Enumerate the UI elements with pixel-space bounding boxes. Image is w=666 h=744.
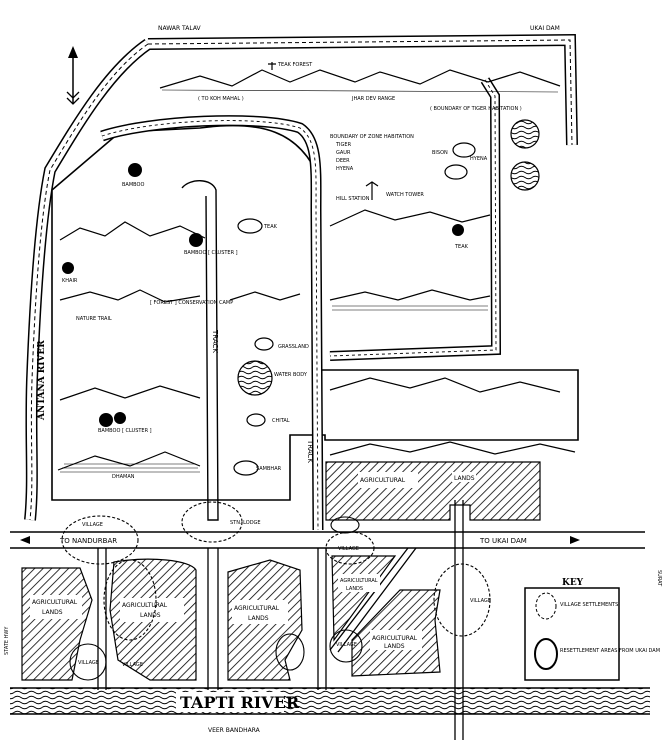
agri-3-label-2: LANDS bbox=[248, 615, 269, 622]
key-item-1: VILLAGE SETTLEMENTS bbox=[560, 602, 618, 608]
forest-camp-label: [ FOREST ] CONSERVATION CAMP bbox=[150, 300, 233, 306]
center-note-1: BOUNDARY OF ZONE HABITATION bbox=[330, 134, 414, 140]
teak-label-1: TEAK bbox=[454, 244, 469, 250]
dhaman-label: DHAMAN bbox=[112, 474, 135, 480]
to-nandurbar-label: TO NANDURBAR bbox=[59, 537, 117, 545]
nature-trail-label: NATURE TRAIL bbox=[76, 316, 112, 322]
agri-5-label: AGRICULTURAL bbox=[372, 635, 418, 642]
village-label-1: VILLAGE bbox=[82, 522, 103, 528]
ridge-right-label: ( BOUNDARY OF TIGER HABITATION ) bbox=[430, 106, 522, 112]
center-note-5: HYENA bbox=[336, 166, 354, 172]
agri-5-label-2: LANDS bbox=[384, 643, 405, 650]
village-label-2: VILLAGE bbox=[78, 660, 99, 666]
agri-1-label-2: LANDS bbox=[42, 609, 63, 616]
key-title: KEY bbox=[562, 578, 584, 588]
agri-4-label: AGRICULTURAL bbox=[340, 578, 378, 584]
watch-tower-icon bbox=[268, 62, 379, 200]
bamboo-label-3: BAMBOO [ CLUSTER ] bbox=[98, 428, 152, 434]
grassland-label: GRASSLAND bbox=[278, 344, 309, 350]
khair-label: KHAIR bbox=[62, 278, 78, 284]
key-item-2: RESETTLEMENT AREAS FROM UKAI DAM bbox=[560, 648, 660, 654]
village-label-4: VILLAGE bbox=[338, 546, 359, 552]
water-body-icon bbox=[237, 119, 540, 396]
tapti-river bbox=[10, 687, 650, 715]
ridge-left-label: ( TO KOH MAHAL ) bbox=[198, 96, 244, 102]
center-note-4: DEER bbox=[336, 158, 350, 164]
bison-icon bbox=[233, 142, 476, 476]
agri-1-label: AGRICULTURAL bbox=[32, 599, 78, 606]
ridge-mid-label: JHAR DEV RANGE bbox=[351, 96, 395, 102]
top-edge-label: NAWAR TALAV bbox=[158, 25, 202, 32]
agri-2-label: AGRICULTURAL bbox=[122, 602, 168, 609]
mountain-shading bbox=[60, 89, 559, 473]
tapti-river-label: TAPTI RIVER bbox=[180, 693, 300, 712]
agricultural-lands bbox=[21, 461, 541, 681]
agri-4-label-2: LANDS bbox=[346, 586, 363, 592]
center-note-3: GAUR bbox=[336, 150, 351, 156]
tree-label: TEAK FOREST bbox=[277, 62, 313, 68]
bamboo-label-1: BAMBOO bbox=[122, 182, 144, 188]
mountain-ranges bbox=[57, 69, 576, 471]
teak-label-2: TEAK bbox=[263, 224, 278, 230]
agri-top-label-2: LANDS bbox=[454, 475, 475, 482]
hill-station-label: HILL STATION bbox=[336, 196, 370, 202]
bamboo-label-2: BAMBOO [ CLUSTER ] bbox=[184, 250, 238, 256]
antana-river-label: ANTANA RIVER bbox=[37, 340, 47, 421]
village-label-6: VILLAGE bbox=[470, 598, 491, 604]
key-box bbox=[524, 587, 620, 681]
chital-label: CHITAL bbox=[272, 418, 290, 424]
right-side-label: SURAT bbox=[656, 570, 662, 587]
bison-label: BISON bbox=[432, 150, 448, 156]
antana-river bbox=[24, 33, 578, 521]
bush-icon bbox=[62, 163, 464, 427]
north-arrow-icon bbox=[66, 46, 80, 105]
track-label-2: TRACK bbox=[306, 439, 314, 463]
village-label-5: VILLAGE bbox=[336, 642, 357, 648]
center-note-2: TIGER bbox=[335, 142, 352, 148]
hyena-label: HYENA bbox=[470, 156, 488, 162]
top-right-label: UKAI DAM bbox=[530, 25, 560, 32]
village-label-3: VILLAGE bbox=[122, 662, 143, 668]
agri-top-label: AGRICULTURAL bbox=[360, 477, 406, 484]
forest-track bbox=[181, 180, 219, 521]
watch-tower-label: WATCH TOWER bbox=[386, 192, 424, 198]
village-settlements bbox=[61, 501, 491, 681]
sambhar-label: SAMBHAR bbox=[256, 466, 282, 472]
bottom-edge-label: VEER BANDHARA bbox=[208, 727, 261, 734]
stn-lodge-label: STN. LODGE bbox=[230, 520, 261, 526]
left-side-label: STATE HWY bbox=[4, 626, 10, 655]
track-label-1: TRACK bbox=[211, 329, 219, 353]
agri-2-label-2: LANDS bbox=[140, 612, 161, 619]
agri-label-panels bbox=[30, 472, 476, 650]
water-body-label: WATER BODY bbox=[274, 372, 308, 378]
main-road: TO NANDURBAR TO UKAI DAM bbox=[10, 531, 645, 549]
forest-boundary bbox=[51, 124, 579, 501]
inner-river bbox=[100, 77, 502, 531]
to-ukai-dam-label: TO UKAI DAM bbox=[479, 537, 527, 545]
agri-3-label: AGRICULTURAL bbox=[234, 605, 280, 612]
